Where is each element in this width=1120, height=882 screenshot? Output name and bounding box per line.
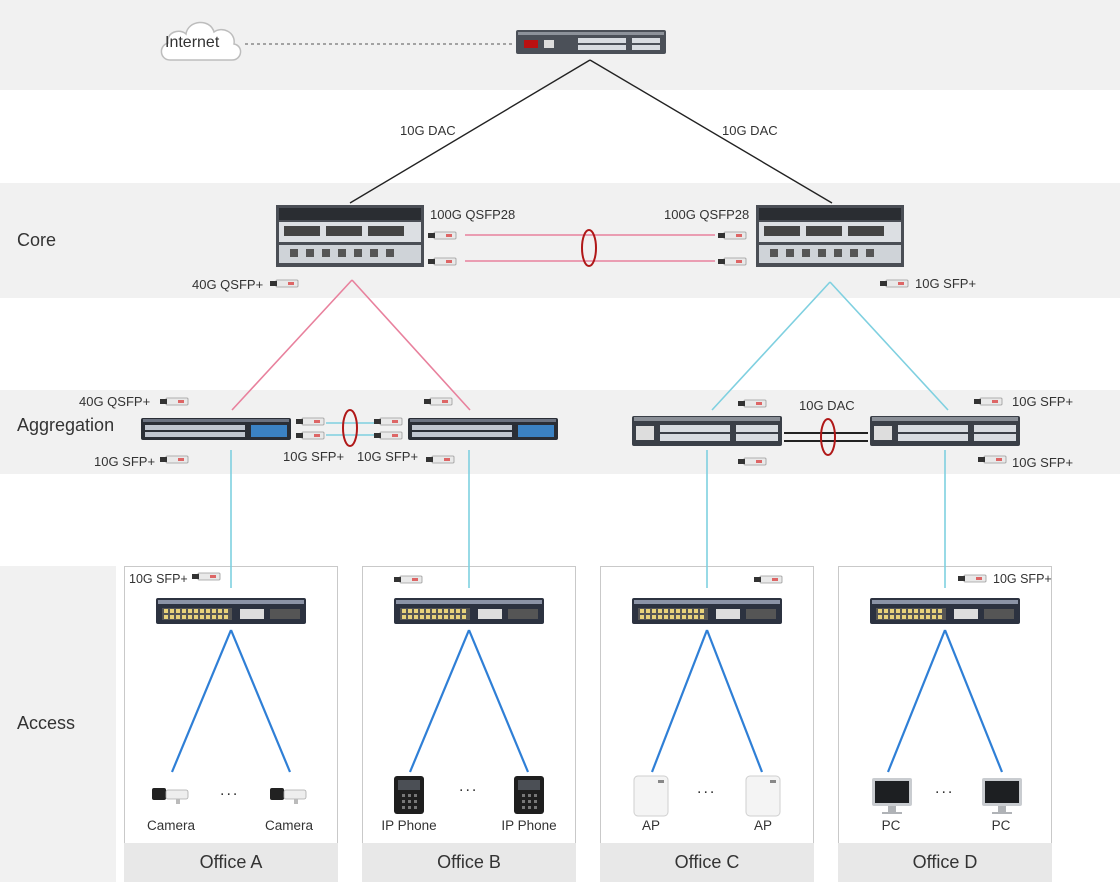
core-agg-link-pink-1 [231, 279, 353, 411]
access-point-icon [633, 775, 669, 817]
office-name-d: Office D [838, 843, 1052, 882]
core-switch-right [756, 205, 904, 267]
access-band [0, 566, 116, 882]
access-switch-d [870, 598, 1020, 624]
tier-label-core: Core [17, 230, 57, 250]
monitor-icon [982, 778, 1022, 814]
sfp-module-icon [737, 399, 767, 408]
device-label-c-right: AP [753, 818, 772, 833]
device-label-d-right: PC [991, 818, 1011, 833]
access-switch-a [156, 598, 306, 624]
monitor-icon [872, 778, 912, 814]
device-label-c-left: AP [641, 818, 660, 833]
office-name-a: Office A [124, 843, 338, 882]
access-switch-b [394, 598, 544, 624]
link-label-wan-left: 10G DAC [400, 123, 456, 138]
device-label-a-left: Camera [146, 818, 195, 833]
office-name-c: Office C [600, 843, 814, 882]
camera-icon [151, 787, 189, 805]
sfp-module-icon [159, 455, 189, 464]
ellipsis-a: ... [220, 782, 240, 799]
ellipsis-b: ... [459, 778, 479, 795]
sfp-module-icon [373, 431, 403, 440]
sfp-module-icon [393, 575, 423, 584]
sfp-module-icon [977, 455, 1007, 464]
link-label-wan-right: 10G DAC [722, 123, 778, 138]
access-switch-c [632, 598, 782, 624]
sfp-module-icon [717, 257, 747, 266]
ip-phone-icon [514, 776, 544, 814]
cloud-icon [160, 21, 242, 61]
link-label-core-right-10g: 10G SFP+ [915, 276, 977, 291]
sfp-module-icon [427, 257, 457, 266]
sfp-module-icon [753, 575, 783, 584]
tier-label-aggregation: Aggregation [17, 415, 115, 435]
internet-label: Internet [165, 34, 220, 51]
core-agg-link-cyan-2 [829, 281, 949, 411]
agg-switch-4 [870, 416, 1020, 446]
agg-switch-1 [141, 418, 291, 440]
ellipsis-c: ... [697, 780, 717, 797]
camera-icon [269, 787, 307, 805]
sfp-module-icon [295, 431, 325, 440]
device-label-a-right: Camera [264, 818, 313, 833]
sfp-module-icon [373, 417, 403, 426]
sfp-module-icon [717, 231, 747, 240]
router-icon [516, 30, 666, 54]
sfp-module-icon [269, 279, 299, 288]
link-label-office-a-sfp: 10G SFP+ [129, 572, 188, 586]
wan-link-right [589, 59, 833, 204]
sfp-module-icon [159, 397, 189, 406]
lag-ring-core [581, 229, 597, 267]
link-label-agg-right-dac: 10G DAC [799, 398, 855, 413]
core-agg-link-cyan-1 [711, 281, 831, 411]
tier-label-access: Access [17, 713, 76, 733]
lag-ring-agg-right [820, 418, 836, 456]
sfp-module-icon [879, 279, 909, 288]
core-band [0, 183, 1120, 298]
link-label-core-left-40g: 40G QSFP+ [192, 277, 264, 292]
link-label-agg-mid-right-10g: 10G SFP+ [357, 449, 419, 464]
sfp-module-icon [423, 397, 453, 406]
sfp-module-icon [191, 572, 221, 581]
agg-switch-2 [408, 418, 558, 440]
sfp-module-icon [425, 455, 455, 464]
link-label-office-d-sfp: 10G SFP+ [993, 572, 1052, 586]
agg-switch-3 [632, 416, 782, 446]
link-label-agg-left-10g: 10G SFP+ [94, 454, 156, 469]
device-label-d-left: PC [881, 818, 901, 833]
access-point-icon [745, 775, 781, 817]
link-label-agg-right-top-10g: 10G SFP+ [1012, 394, 1074, 409]
ellipsis-d: ... [935, 780, 955, 797]
ip-phone-icon [394, 776, 424, 814]
sfp-module-icon [973, 397, 1003, 406]
core-switch-left [276, 205, 424, 267]
lag-ring-agg-left [342, 409, 358, 447]
device-label-b-left: IP Phone [381, 818, 437, 833]
link-label-core-left-qsfp28: 100G QSFP28 [430, 207, 516, 222]
link-label-agg-right-bottom-10g: 10G SFP+ [1012, 455, 1074, 470]
link-label-agg-mid-left-10g: 10G SFP+ [283, 449, 345, 464]
wan-link-left [349, 59, 591, 204]
device-label-b-right: IP Phone [501, 818, 557, 833]
sfp-module-icon [427, 231, 457, 240]
office-name-b: Office B [362, 843, 576, 882]
sfp-module-icon [295, 417, 325, 426]
link-label-core-right-qsfp28: 100G QSFP28 [664, 207, 750, 222]
sfp-module-icon [737, 457, 767, 466]
link-label-agg-left-40g: 40G QSFP+ [79, 394, 151, 409]
sfp-module-icon [957, 574, 987, 583]
core-agg-link-pink-2 [351, 279, 471, 411]
